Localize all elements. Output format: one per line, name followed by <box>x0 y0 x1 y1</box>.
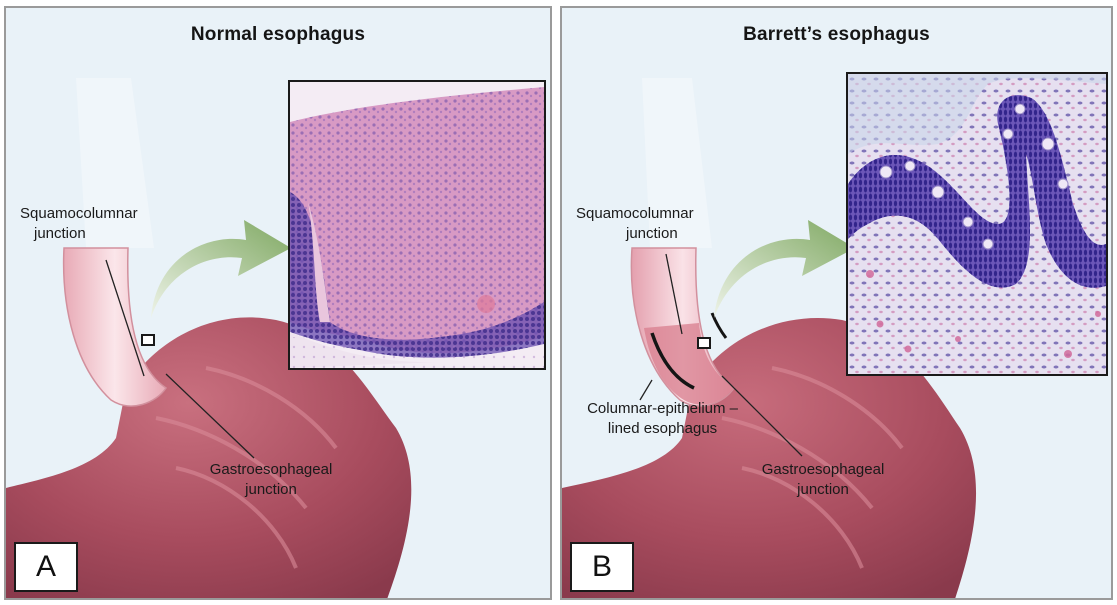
label-line: Squamocolumnar <box>576 204 694 224</box>
label-squamocolumnar-junction-a: Squamocolumnar junction <box>20 204 138 244</box>
histology-barretts-columnar <box>846 72 1108 376</box>
label-line: lined esophagus <box>587 419 738 439</box>
label-line: Gastroesophageal <box>738 460 908 480</box>
sample-box <box>698 338 710 348</box>
panel-a-title: Normal esophagus <box>6 24 550 46</box>
histology-normal-image <box>290 82 544 368</box>
panel-b-title: Barrett’s esophagus <box>562 24 1111 46</box>
label-line: Gastroesophageal <box>186 460 356 480</box>
panel-barretts-esophagus: Barrett’s esophagus Squamocolumnar junct… <box>560 6 1113 600</box>
label-line: Squamocolumnar <box>20 204 138 224</box>
label-squamocolumnar-junction-b: Squamocolumnar junction <box>576 204 694 244</box>
label-line: junction <box>576 224 694 244</box>
panel-letter-a: A <box>14 542 78 592</box>
label-gastroesophageal-junction-b: Gastroesophageal junction <box>738 460 908 500</box>
panel-letter-b: B <box>570 542 634 592</box>
label-gastroesophageal-junction-a: Gastroesophageal junction <box>186 460 356 500</box>
label-line: Columnar-epithelium – <box>587 399 738 419</box>
label-line: junction <box>20 224 138 244</box>
label-line: junction <box>186 480 356 500</box>
label-line: junction <box>738 480 908 500</box>
sample-box <box>142 335 154 345</box>
histology-barretts-image <box>848 74 1106 374</box>
panel-normal-esophagus: Normal esophagus Squamocolumnar junction… <box>4 6 552 600</box>
histology-normal-squamous <box>288 80 546 370</box>
